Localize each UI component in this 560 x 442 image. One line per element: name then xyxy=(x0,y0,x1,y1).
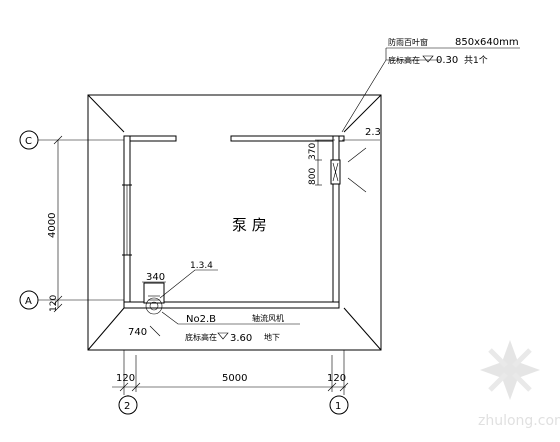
pit-offset-dim: 740 xyxy=(128,327,147,338)
bottom-right-dim: 120 xyxy=(327,373,346,384)
roof-hip-bl xyxy=(87,307,125,351)
window-width-dim: 370 xyxy=(308,143,318,160)
left-span-dim: 4000 xyxy=(47,213,58,238)
pit-box xyxy=(143,282,165,304)
roof-outline xyxy=(87,94,382,351)
bottom-left-dim: 120 xyxy=(116,373,135,384)
pit-elev-value: 3.60 xyxy=(230,333,252,344)
airflow-arrow-bottom xyxy=(347,177,367,193)
elevation-marker-icon xyxy=(217,332,229,340)
pit-note: 地下 xyxy=(264,332,280,342)
watermark-text: zhulong.com xyxy=(478,413,560,429)
pit-leader xyxy=(161,311,300,325)
roof-hip-tr xyxy=(343,94,382,133)
elevation-marker-icon xyxy=(422,55,434,63)
pit-width-dim: 340 xyxy=(146,272,165,283)
louver-count: 共1个 xyxy=(464,55,488,66)
room-label: 泵 房 xyxy=(232,216,267,234)
louver-size: 850x640mm xyxy=(455,37,519,48)
louver-sill-value: 0.30 xyxy=(436,55,458,66)
louver-leader xyxy=(341,59,440,133)
roof-hip-br xyxy=(343,307,382,351)
pipe-leader xyxy=(159,269,218,299)
axis-2-label: 2 xyxy=(124,401,130,412)
watermark: zhulong.com xyxy=(478,340,560,429)
roof-hip-tl xyxy=(87,94,125,133)
window-offset-dim: 800 xyxy=(308,168,318,185)
pit-arrow xyxy=(149,325,161,337)
louver-label: 防雨百叶窗 xyxy=(388,37,428,47)
airflow-arrow-top xyxy=(347,147,367,163)
left-bottom-dim: 120 xyxy=(49,295,59,312)
axis-1-bubble xyxy=(329,395,349,415)
axis-a-label: A xyxy=(25,296,32,307)
pit-tag: 轴流风机 xyxy=(252,313,284,323)
watermark-logo-icon xyxy=(480,340,540,400)
pit-elev-label: 底标高在 xyxy=(185,332,217,342)
corner-sill-dim: 2.3 xyxy=(365,127,381,138)
axis-c-label: C xyxy=(25,136,32,147)
axis-1-label: 1 xyxy=(335,401,341,412)
pipe-ref: 1.3.4 xyxy=(190,261,213,271)
walls xyxy=(122,135,345,309)
axis-2-bubble xyxy=(118,395,138,415)
louver-sill-label: 底标高在 xyxy=(388,55,420,65)
bottom-span-dim: 5000 xyxy=(222,373,247,384)
pit-id: No2.B xyxy=(186,314,216,325)
